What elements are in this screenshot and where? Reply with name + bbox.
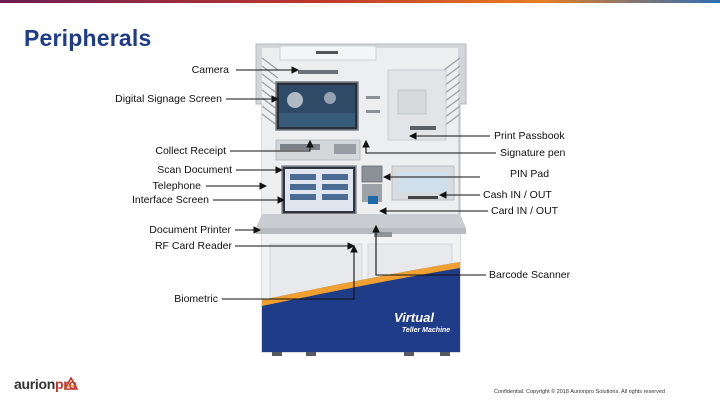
label-barcode-scanner: Barcode Scanner	[489, 269, 571, 281]
label-document-printer: Document Printer	[149, 224, 231, 236]
label-telephone: Telephone	[152, 180, 201, 192]
leader-barcode	[372, 224, 486, 276]
label-rf-card-reader: RF Card Reader	[154, 240, 232, 252]
label-signature-pen: Signature pen	[500, 147, 566, 159]
leader-receipt	[230, 139, 314, 152]
label-digital-signage: Digital Signage Screen	[115, 93, 222, 105]
page-title: Peripherals	[24, 25, 152, 51]
label-scan-document: Scan Document	[157, 164, 232, 176]
brand-line2: Teller Machine	[402, 327, 450, 334]
logo-mark-icon	[64, 377, 78, 390]
label-collect-receipt: Collect Receipt	[155, 145, 226, 157]
top-accent-bar	[0, 0, 720, 3]
leader-signature	[362, 139, 496, 154]
label-print-passbook: Print Passbook	[494, 130, 565, 142]
machine-body	[255, 43, 467, 356]
leader-biometric	[222, 244, 358, 300]
brand-line1: Virtual	[394, 310, 434, 325]
copyright-notice: Confidential. Copyright © 2018 Aurionpro…	[494, 389, 665, 395]
label-interface-screen: Interface Screen	[131, 194, 209, 206]
logo-text: aurion	[14, 376, 55, 392]
label-camera: Camera	[191, 64, 229, 76]
label-pin-pad: PIN Pad	[510, 168, 550, 180]
label-cash-in-out: Cash IN / OUT	[483, 189, 552, 201]
label-biometric: Biometric	[174, 293, 218, 305]
label-card-in-out: Card IN / OUT	[491, 205, 559, 217]
